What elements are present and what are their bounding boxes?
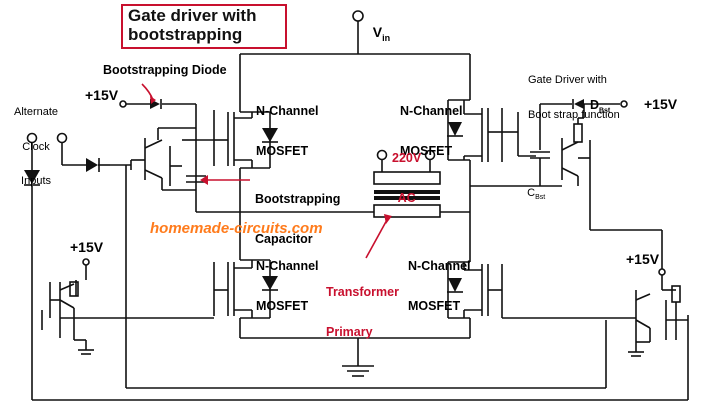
diagram-title: Gate driver with bootstrapping [128,6,257,44]
gate-driver-line-2: Boot strap function [528,108,620,121]
right-high-side-driver [470,100,663,270]
ac-line-1: 220V [392,151,422,166]
transformer-primary [373,149,441,218]
bootstrap-capacitor-label: Bootstrapping Capacitor [255,167,340,259]
transformer-primary-label: Transformer Primary [326,260,399,352]
vin-label: Vin [372,23,391,43]
boot-cap-line-1: Bootstrapping [255,192,341,207]
title-line-2: bootstrapping [128,24,243,44]
mosfet-bottom-left [60,259,271,319]
alternate-clock-label: Alternate Clock Inputs [14,84,58,199]
plus15-top-left: +15V [85,87,119,103]
ac-voltage-label: 220V AC [392,126,421,218]
vin-terminal [352,10,364,22]
nch-br-line-1: N-Channel [408,259,471,274]
ac-line-2: AC [397,190,416,205]
clock-diode-left [24,170,40,184]
gate-driver-note: Gate Driver with Boot strap function [528,52,620,133]
bootstrap-diode-label: Bootstrapping Diode [103,63,227,77]
boot-cap-line-2: Capacitor [255,231,313,246]
transformer-line-1: Transformer [326,285,399,300]
transformer-line-2: Primary [326,324,373,339]
alt-clock-line-3: Inputs [21,175,51,188]
body-diode-tl [262,128,278,142]
alt-clock-line-2: Clock [22,140,50,153]
title-line-1: Gate driver with [128,6,257,25]
clock-diode-right [86,158,98,172]
plus15-mid-right: +15V [626,251,660,267]
dbst-diode-symbol [574,99,584,109]
nch-mosfet-bottom-left-label: N-Channel MOSFET [256,234,319,326]
nch-bl-line-1: N-Channel [256,259,319,274]
nch-mosfet-bottom-right-label: N-Channel MOSFET [408,234,471,326]
left-low-side-driver [41,258,94,355]
nch-tr-line-1: N-Channel [400,104,463,119]
watermark: homemade-circuits.com [150,220,323,237]
body-diode-bl [262,276,278,290]
nch-tl-line-1: N-Channel [256,104,319,119]
body-diode-tr [448,122,462,136]
plus15-mid-left: +15V [70,239,104,255]
body-diode-br [448,278,462,292]
nch-tr-line-2: MOSFET [400,143,453,158]
left-high-side-driver [110,100,240,213]
cbst-label: CBst [527,186,546,201]
mosfet-top-left [213,110,271,169]
right-low-side-driver [628,268,688,357]
nch-tl-line-2: MOSFET [256,143,309,158]
nch-mosfet-top-left-label: N-Channel MOSFET [256,79,319,171]
nch-br-line-2: MOSFET [408,298,461,313]
nch-mosfet-top-right-label: N-Channel MOSFET [400,79,463,171]
dbst-label: DBst [589,98,611,115]
mosfet-top-right [447,99,503,162]
gate-driver-line-1: Gate Driver with [528,74,607,87]
clock-inputs [26,132,689,401]
alt-clock-line-1: Alternate [14,106,59,119]
mosfet-bottom-right [447,261,636,319]
title-box [121,4,287,49]
plus15-top-right: +15V [644,96,678,112]
nch-bl-line-2: MOSFET [256,298,309,313]
